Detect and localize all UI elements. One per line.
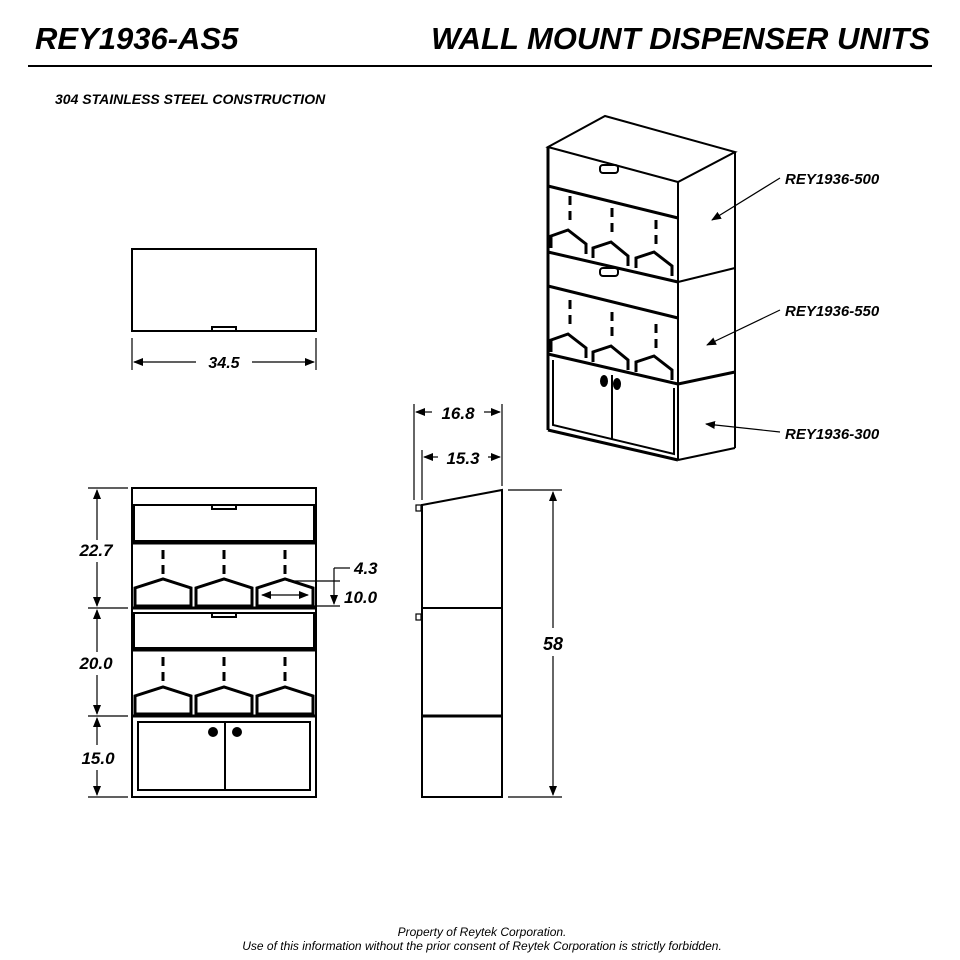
isometric-view: REY1936-500 REY1936-550 REY1936-300 — [545, 114, 880, 462]
overall-height-dimension: 58 — [543, 634, 563, 654]
unit-label-300: REY1936-300 — [785, 426, 880, 443]
section-3-height: 15.0 — [81, 749, 115, 768]
unit-label-550: REY1936-550 — [785, 303, 880, 320]
top-view: 34.5 — [131, 248, 317, 372]
unit-label-500: REY1936-500 — [785, 171, 880, 188]
door-knob — [208, 727, 218, 737]
footer-usage-note: Use of this information without the prio… — [242, 939, 722, 953]
material-note: 304 STAINLESS STEEL CONSTRUCTION — [55, 91, 326, 107]
door-knob — [232, 727, 242, 737]
section-1-height: 22.7 — [78, 541, 114, 560]
overall-depth-dimension: 16.8 — [441, 404, 475, 423]
footer-property-note: Property of Reytek Corporation. — [398, 925, 567, 939]
model-number: REY1936-AS5 — [35, 21, 239, 56]
front-view: 22.7 20.0 15.0 4.3 10.0 — [78, 487, 378, 798]
handle — [211, 326, 237, 331]
width-dimension: 34.5 — [208, 355, 240, 372]
bin-height-dimension: 4.3 — [353, 559, 378, 578]
section-2-height: 20.0 — [78, 654, 113, 673]
body-depth-dimension: 15.3 — [446, 449, 480, 468]
side-view: 16.8 15.3 58 — [413, 404, 563, 798]
sheet-title: WALL MOUNT DISPENSER UNITS — [431, 21, 930, 56]
bin-width-dimension: 10.0 — [344, 588, 378, 607]
